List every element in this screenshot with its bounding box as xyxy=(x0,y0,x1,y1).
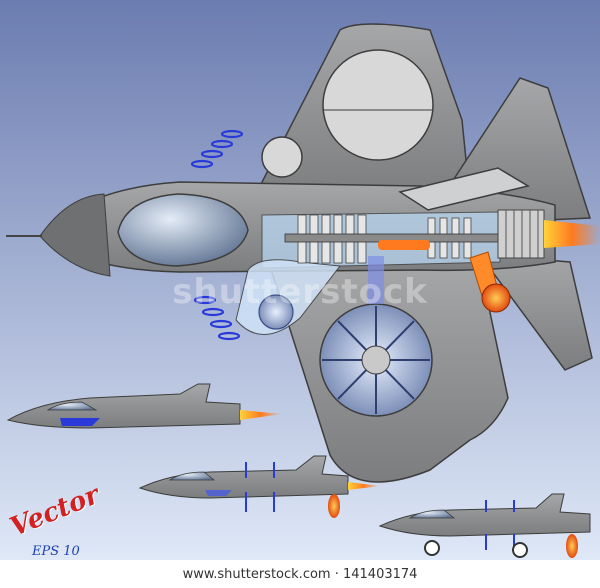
wing-roundel-large xyxy=(322,49,434,161)
wing-roundel-small xyxy=(261,136,303,178)
exhaust-nozzle xyxy=(497,209,545,259)
small-jet-hover xyxy=(378,493,591,558)
nose-cone xyxy=(39,193,111,277)
roll-post-fan xyxy=(258,294,294,330)
lift-thrust-rings-upper xyxy=(190,129,244,169)
small-jet-canopy xyxy=(46,401,98,411)
transition-rear-thrust xyxy=(328,494,340,518)
f35-cutaway-illustration xyxy=(0,0,600,560)
watermark-text: shutterstock xyxy=(172,272,428,312)
small-jet-intake-glow xyxy=(60,418,100,426)
small-jet-cruise xyxy=(6,383,282,429)
eps-label: EPS 10 xyxy=(32,544,80,559)
tail-hatch xyxy=(398,167,530,211)
main-gear xyxy=(512,542,528,558)
hover-rear-thrust xyxy=(566,534,578,558)
small-jet-transition xyxy=(138,455,380,518)
lift-thrust-rings-lower xyxy=(193,295,241,341)
small-jet-flame xyxy=(240,410,282,420)
canopy xyxy=(117,193,249,267)
nose-gear xyxy=(424,540,440,556)
transition-lift-thrust xyxy=(245,462,275,512)
main-aircraft xyxy=(6,23,600,483)
afterburner-flame xyxy=(544,220,600,248)
footer-credit: www.shutterstock.com · 141403174 xyxy=(182,566,418,582)
rear-thrust-burst xyxy=(481,283,511,313)
engine-cutaway xyxy=(235,209,545,335)
lift-fan-hub xyxy=(361,345,391,375)
lift-shaft-flow xyxy=(368,256,384,304)
footer-bar: www.shutterstock.com · 141403174 xyxy=(0,560,600,588)
